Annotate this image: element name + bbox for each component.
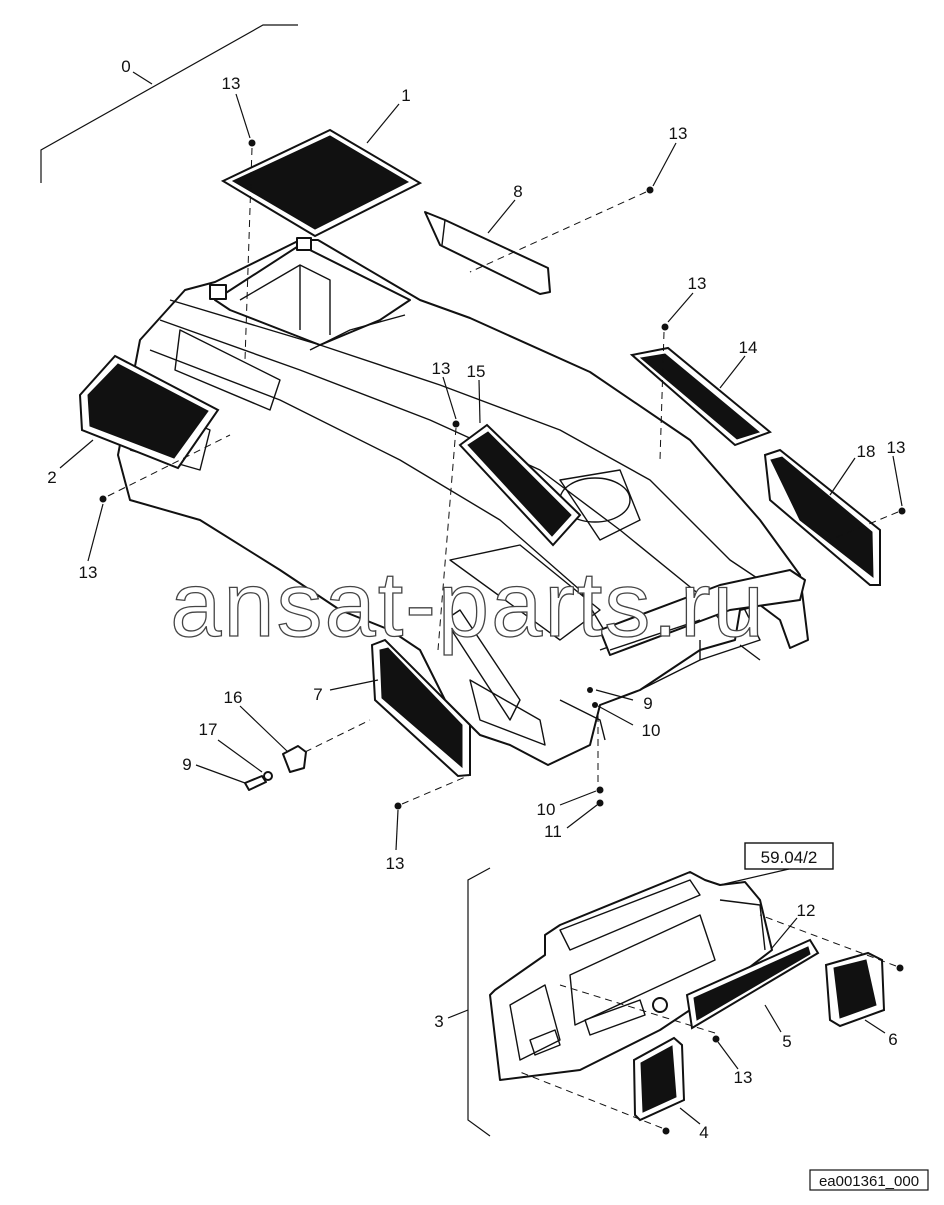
pad-18: [763, 448, 881, 586]
callout-0: 0: [121, 57, 130, 76]
callout-1: 1: [401, 86, 410, 105]
callout-9b: 9: [182, 755, 191, 774]
reference-box[interactable]: 59.04/2: [744, 842, 834, 870]
callout-13c: 13: [688, 274, 707, 293]
assembly-lines: [107, 147, 899, 1129]
pad-2: [78, 354, 220, 470]
callout-12: 12: [797, 901, 816, 920]
pad-1: [220, 128, 423, 238]
figure-code-box: ea001361_000: [809, 1169, 929, 1191]
callout-13f: 13: [79, 563, 98, 582]
callout-10b: 10: [537, 800, 556, 819]
callout-5: 5: [782, 1032, 791, 1051]
callout-2: 2: [47, 468, 56, 487]
pad-4: [632, 1036, 686, 1122]
watermark-text: ansat-parts.ru: [170, 554, 766, 656]
callout-13e: 13: [887, 438, 906, 457]
callout-11: 11: [544, 822, 562, 841]
sub-assembly-bracket-3: [447, 867, 491, 1137]
callout-3: 3: [434, 1012, 443, 1031]
leader-lines: [59, 93, 903, 1125]
callout-13h: 13: [734, 1068, 753, 1087]
callout-13g: 13: [386, 854, 405, 873]
callout-15: 15: [467, 362, 486, 381]
callouts: 0 1 2 3 4 5 6 7 8 9 9 10 10 11 12 13 13 …: [47, 57, 905, 1142]
callout-6: 6: [888, 1030, 897, 1049]
cluster-panel-3: [489, 871, 773, 1081]
hood-shell: [117, 237, 809, 766]
pad-6: [824, 951, 886, 1028]
callout-13b: 13: [669, 124, 688, 143]
callout-9a: 9: [643, 694, 652, 713]
callout-13d: 13: [432, 359, 451, 378]
callout-8: 8: [513, 182, 522, 201]
assembly-bracket-0: [40, 24, 298, 183]
hardware: [99, 139, 906, 1135]
pad-8: [424, 211, 551, 295]
callout-4: 4: [699, 1123, 708, 1142]
reference-box-label: 59.04/2: [761, 848, 818, 867]
callout-14: 14: [739, 338, 758, 357]
callout-18: 18: [857, 442, 876, 461]
callout-7: 7: [313, 685, 322, 704]
pad-5: [685, 938, 820, 1030]
callout-10a: 10: [642, 721, 661, 740]
callout-17: 17: [199, 720, 218, 739]
pad-14: [629, 346, 772, 447]
figure-code: ea001361_000: [819, 1173, 919, 1190]
pad-15: [458, 423, 582, 547]
callout-16: 16: [224, 688, 243, 707]
callout-13a: 13: [222, 74, 241, 93]
